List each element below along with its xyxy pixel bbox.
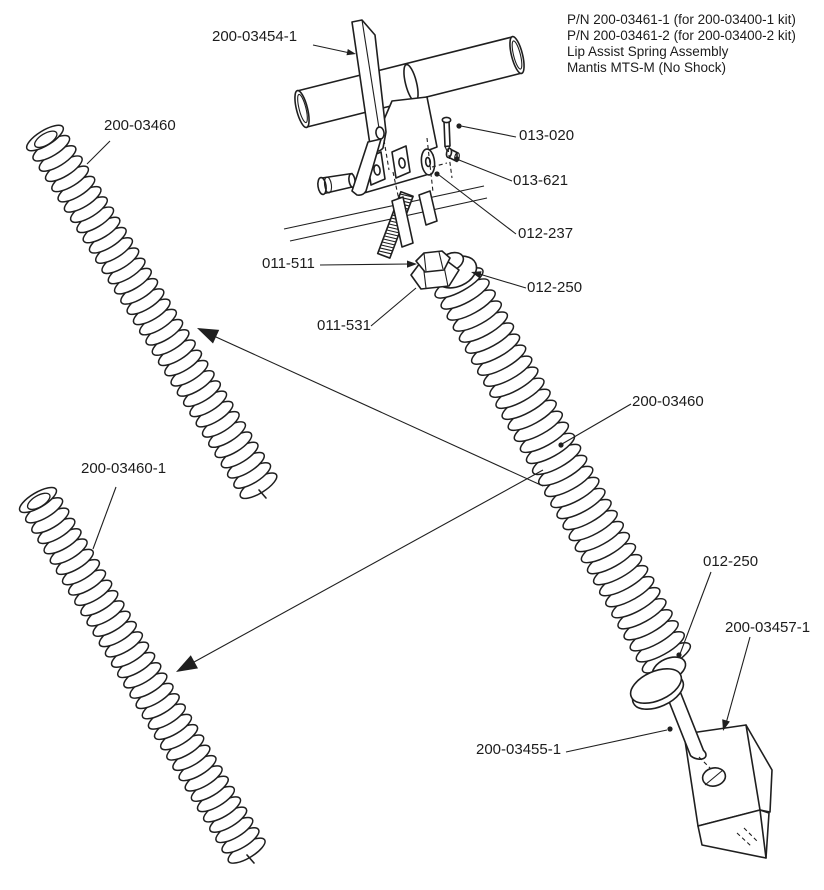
label-cotter-pin: 013-020 — [519, 127, 575, 144]
title-line-3: Lip Assist Spring Assembly — [567, 44, 729, 59]
label-clip: 013-621 — [513, 172, 569, 189]
center-lines — [383, 137, 453, 201]
spring-upper-left — [25, 124, 278, 500]
clevis-prong — [418, 190, 438, 226]
bracket-arm — [351, 19, 387, 152]
threaded-rod — [376, 190, 438, 259]
angle-bracket — [683, 724, 773, 859]
spring-center — [434, 267, 692, 674]
label-spring-upper-left: 200-03460 — [104, 117, 176, 134]
label-angle-bracket: 200-03457-1 — [725, 619, 811, 636]
arm-link — [351, 138, 382, 196]
title-line-2: P/N 200-03461-2 (for 200-03400-2 kit) — [567, 28, 796, 43]
leader-lines — [86, 44, 751, 753]
spring-rod — [664, 686, 712, 770]
spring-tail — [258, 489, 267, 499]
label-spring-center: 200-03460 — [632, 393, 704, 410]
title-line-1: P/N 200-03461-1 (for 200-03400-1 kit) — [567, 12, 796, 27]
label-spring-cup-bottom: 012-250 — [703, 553, 759, 570]
label-spring-rod: 200-03455-1 — [476, 741, 562, 758]
clevis-prong — [391, 196, 414, 248]
spring-cup-bottom — [629, 656, 687, 711]
spring-tail — [246, 854, 255, 864]
dock-rails — [283, 185, 488, 242]
label-washer: 012-237 — [518, 225, 574, 242]
label-jam-nut: 011-511 — [262, 255, 315, 272]
title-block: P/N 200-03461-1 (for 200-03400-1 kit) P/… — [567, 12, 796, 76]
title-line-4: Mantis MTS-M (No Shock) — [567, 60, 727, 75]
spring-lower-left — [18, 486, 266, 864]
label-spring-cup-top: 012-250 — [527, 279, 583, 296]
label-spring-lower-left: 200-03460-1 — [81, 460, 167, 477]
label-bracket-arm: 200-03454-1 — [212, 28, 298, 45]
jam-nut — [415, 250, 451, 273]
cotter-pin — [441, 116, 452, 153]
pivot-washer — [420, 148, 436, 176]
label-hex-nut: 011-531 — [317, 317, 371, 334]
support-tube — [294, 35, 525, 129]
clevis-pin — [317, 172, 356, 196]
